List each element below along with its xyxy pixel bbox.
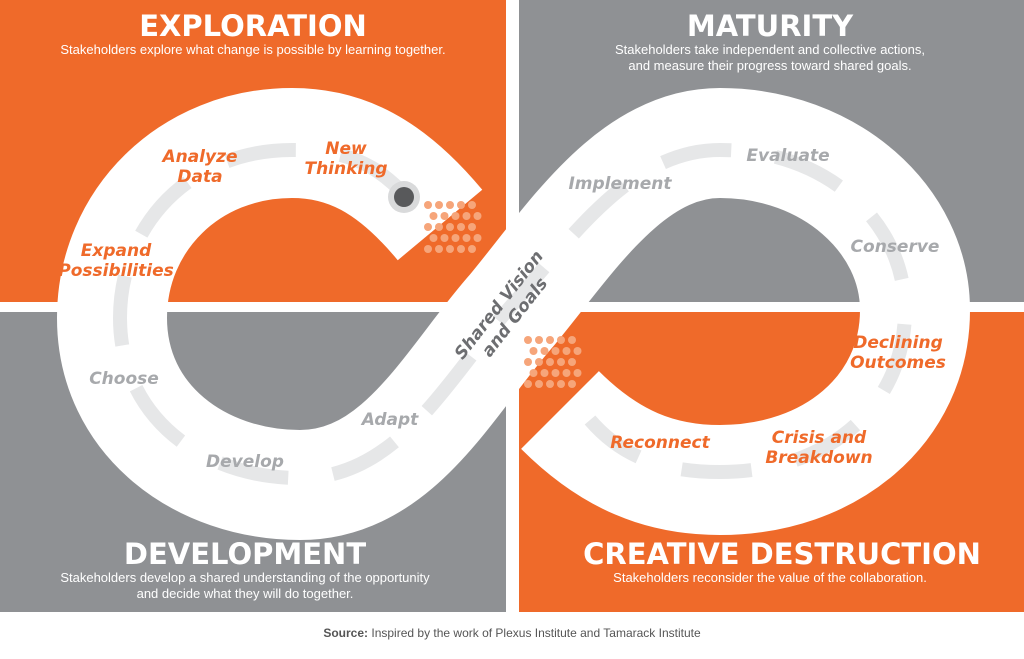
dot [568,380,576,388]
dot [435,201,443,209]
dot-pattern-bottom [524,336,582,388]
dot [524,358,532,366]
dot [568,358,576,366]
dot [468,201,476,209]
dot [429,212,438,220]
dot [435,223,443,231]
dot [562,369,571,377]
stage-declining-outcomes-2: Outcomes [850,353,946,373]
stage-conserve: Conserve [851,237,940,257]
maturity-desc-2: and measure their progress toward shared… [628,58,911,73]
dot [535,380,543,388]
development-desc-1: Stakeholders develop a shared understand… [60,570,430,585]
dot [440,234,449,242]
dot [446,201,454,209]
source-label: Source: [323,626,368,640]
dot [462,234,471,242]
stage-analyze-data-1: Analyze [160,147,237,167]
maturity-title: MATURITY [687,9,854,43]
stage-develop: Develop [206,452,284,472]
stage-crisis-breakdown-1: Crisis and [772,428,867,448]
dot [524,380,532,388]
dot [435,245,443,253]
dot [557,380,565,388]
stage-analyze-data-2: Data [177,167,222,187]
dot [540,347,549,355]
dot [457,201,465,209]
stage-evaluate: Evaluate [746,146,829,166]
stage-declining-outcomes-1: Declining [853,333,943,353]
dot [573,347,582,355]
dot [546,380,554,388]
dot [451,212,460,220]
dot [573,369,582,377]
dot [473,212,482,220]
stage-new-thinking-1: New [325,139,367,159]
exploration-desc: Stakeholders explore what change is poss… [60,42,445,57]
dot [535,336,543,344]
stage-new-thinking-2: Thinking [304,159,387,179]
stage-choose: Choose [89,369,159,389]
development-desc-2: and decide what they will do together. [137,586,354,601]
creative-destruction-desc: Stakeholders reconsider the value of the… [613,570,927,585]
dot [546,336,554,344]
development-title: DEVELOPMENT [124,537,366,571]
dot [424,245,432,253]
stage-implement: Implement [568,174,672,194]
stage-reconnect: Reconnect [610,433,710,453]
dot [529,347,538,355]
stage-expand-possibilities-1: Expand [81,241,152,261]
dot [468,223,476,231]
dot [524,336,532,344]
start-dot-icon [394,187,414,207]
dot [546,358,554,366]
dot [446,223,454,231]
dot [457,223,465,231]
dot [440,212,449,220]
dot [557,358,565,366]
exploration-title: EXPLORATION [139,9,367,43]
source-note: Source: Inspired by the work of Plexus I… [323,626,701,640]
stage-expand-possibilities-2: Possibilities [58,261,173,281]
flow-arrows [112,142,913,486]
dot [557,336,565,344]
maturity-desc-1: Stakeholders take independent and collec… [615,42,925,57]
dot [540,369,549,377]
dot [451,234,460,242]
dot [457,245,465,253]
dot [551,369,560,377]
dot [468,245,476,253]
dot [446,245,454,253]
dot-pattern-top [424,201,482,253]
dot [429,234,438,242]
dot [551,347,560,355]
dot [424,201,432,209]
dot [473,234,482,242]
stage-adapt: Adapt [360,410,419,430]
dot [535,358,543,366]
source-text: Inspired by the work of Plexus Institute… [368,626,701,640]
creative-destruction-title: CREATIVE DESTRUCTION [583,537,981,571]
dot [568,336,576,344]
dot [462,212,471,220]
dot [562,347,571,355]
dot [529,369,538,377]
dot [424,223,432,231]
stage-crisis-breakdown-2: Breakdown [765,448,872,468]
